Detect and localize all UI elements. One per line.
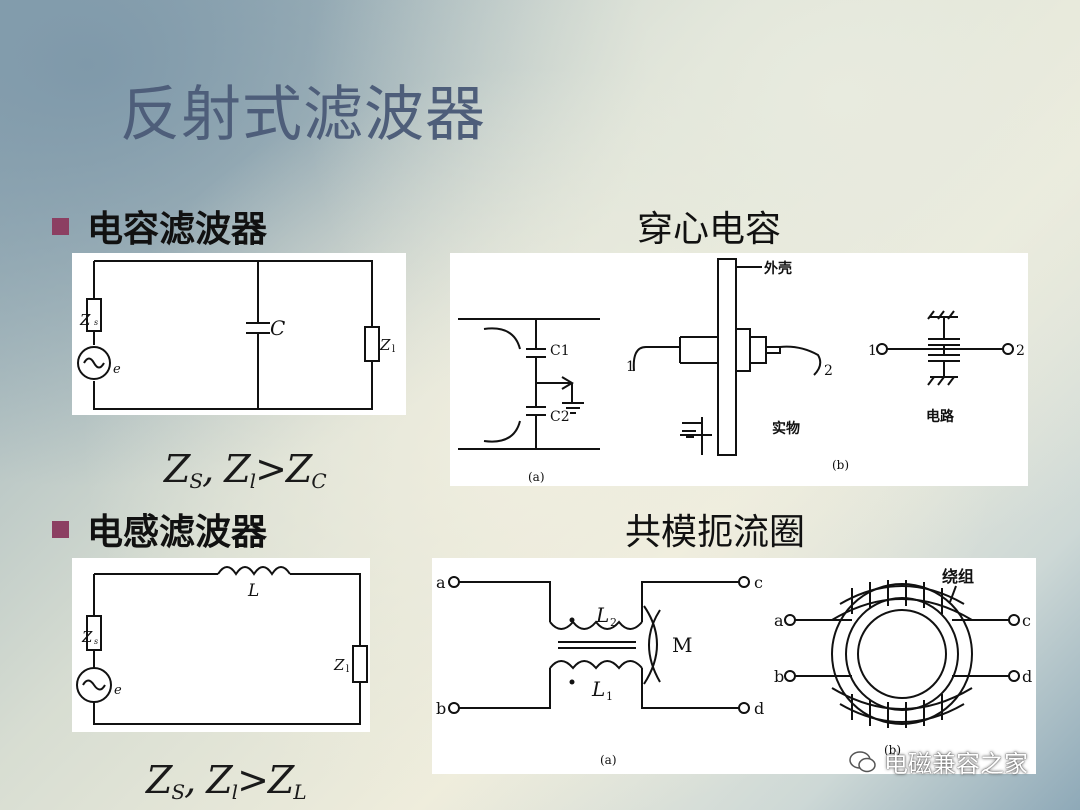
pin1-label: 1 [626, 359, 635, 375]
capacitor-c-label: C [270, 316, 285, 340]
ring-terminal-c: c [1022, 611, 1031, 630]
ring-terminal-b: b [774, 667, 784, 686]
zs-label: Z [79, 311, 91, 329]
source-e-label: e [114, 683, 122, 698]
shell-label: 外壳 [764, 260, 792, 277]
terminal-a: a [436, 573, 446, 592]
svg-text:Z: Z [79, 311, 91, 329]
bullet-text: 电感滤波器 [87, 512, 268, 553]
circuit-label: 电路 [926, 408, 955, 425]
zs-label: Z [81, 628, 93, 646]
ring-terminal-a: a [774, 611, 784, 630]
capacitor-filter-circuit: Z s e C Z l [72, 253, 406, 415]
common-mode-choke-label: 共模扼流圈 [625, 512, 806, 553]
bullet-text: 电容滤波器 [87, 209, 268, 250]
label-a: (a) [528, 470, 545, 484]
zl-label: Z [379, 336, 391, 354]
capacitor-formula: ZS, Zl>ZC [164, 447, 327, 493]
terminal-d: d [754, 699, 764, 718]
label-b: (b) [832, 458, 849, 472]
zs-sub: s [94, 637, 98, 646]
inductor-formula: ZS, Zl>ZL [146, 758, 307, 804]
inductor-l-label: L [247, 581, 259, 601]
zl-sub: l [392, 344, 395, 355]
bullet-square-icon [52, 217, 69, 235]
bullet-capacitor-filter: 电容滤波器 [52, 200, 267, 252]
terminal-b: b [436, 699, 446, 718]
l1-label: L [591, 677, 605, 701]
label-b: (b) [884, 743, 901, 757]
zl-sub: l [346, 664, 349, 675]
wechat-watermark: 电磁兼容之家 [848, 744, 1028, 779]
zl-label: Z [333, 656, 345, 674]
watermark-text: 电磁兼容之家 [884, 750, 1028, 778]
slide-title: 反射式滤波器 [120, 80, 486, 150]
mutual-m-label: M [672, 633, 692, 657]
source-e-label: e [113, 362, 121, 377]
l1-sub: 1 [606, 690, 613, 703]
l2-sub: 2 [610, 616, 617, 629]
common-mode-choke-diagram: a b c d L 2 L 1 M (a) 绕组 a b c d (b) [432, 558, 1036, 774]
terminal-c: c [754, 573, 763, 592]
c1-label: C1 [550, 343, 570, 359]
ring-terminal-d: d [1022, 667, 1032, 686]
bullet-inductor-filter: 电感滤波器 [52, 503, 267, 555]
l2-label: L [595, 603, 609, 627]
winding-label: 绕组 [942, 567, 974, 586]
feedthrough-capacitor-diagram: C1 C2 (a) 外壳 1 2 实物 1 2 电路 (b) [450, 253, 1028, 486]
c2-label: C2 [550, 409, 570, 425]
bullet-square-icon [52, 520, 69, 538]
pin2-label: 2 [824, 363, 833, 379]
inductor-filter-circuit: L Z s e Z l [72, 558, 370, 732]
wechat-icon [849, 750, 876, 772]
zs-sub: s [94, 318, 98, 327]
label-a: (a) [600, 753, 617, 767]
circuit-pin2-label: 2 [1016, 343, 1025, 359]
circuit-pin1-label: 1 [868, 343, 877, 359]
real-object-label: 实物 [772, 420, 800, 437]
feedthrough-capacitor-label: 穿心电容 [637, 209, 782, 250]
